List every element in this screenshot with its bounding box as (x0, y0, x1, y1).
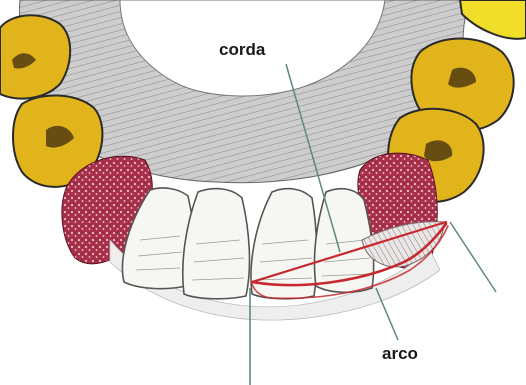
incisor-left-central (183, 189, 250, 299)
chord-label: corda (219, 41, 265, 58)
arc-label: arco (382, 345, 418, 362)
leader-line-right (450, 222, 496, 292)
